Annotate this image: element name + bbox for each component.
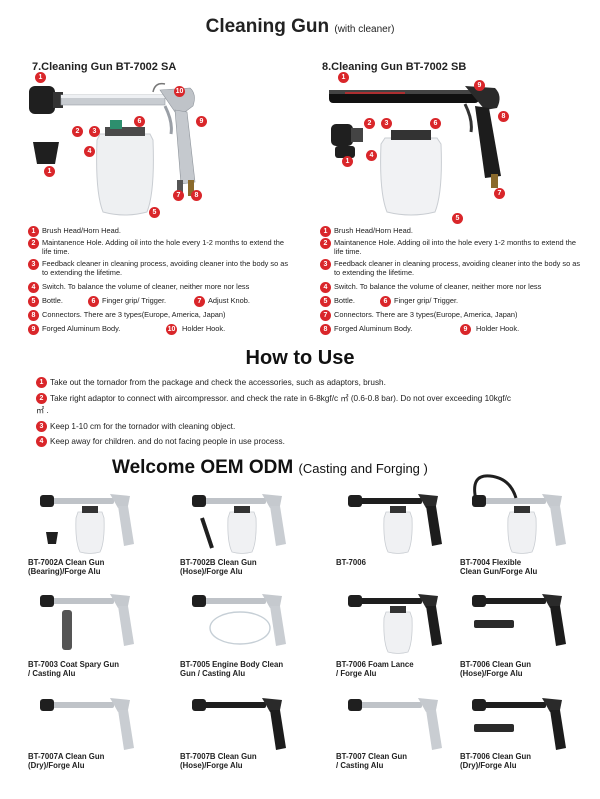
product-name: BT-7007A Clean Gun [28,752,105,761]
product-caption: BT-7007A Clean Gun(Dry)/Forge Alu [28,752,168,770]
callout-sa-9: 9 [196,116,207,127]
product-name: BT-7003 Coat Spary Gun [28,660,119,669]
oem-title: Welcome OEM ODM (Casting and Forging ) [112,457,428,479]
product-name: BT-7005 Engine Body Clean [180,660,284,669]
product-material: (Bearing)/Forge Alu [28,567,101,576]
callout-sb-1: 1 [338,72,349,83]
product-name: BT-7006 Foam Lance [336,660,414,669]
title-text: Cleaning Gun [205,16,330,37]
product-image [348,594,442,654]
product-material: Clean Gun/Forge Alu [460,567,538,576]
product-image [472,594,566,646]
product-caption: BT-7003 Coat Spary Gun/ Casting Alu [28,660,168,678]
callout-sa-2: 2 [72,126,83,137]
callout-sb-7: 7 [494,188,505,199]
product-material: Gun / Casting Alu [180,669,246,678]
how-to-use-title: How to Use [245,347,355,369]
product-caption: BT-7002A Clean Gun(Bearing)/Forge Alu [28,558,168,576]
product-image [348,698,442,750]
product-image [472,698,566,750]
callout-sa-8: 8 [191,190,202,201]
product-material: (Dry)/Forge Alu [28,761,85,770]
product-caption: BT-7007 Clean Gun/ Casting Alu [336,752,476,770]
product-material: (Hose)/Forge Alu [180,567,243,576]
product-image [40,494,134,554]
product-name: BT-7004 Flexible [460,558,522,567]
callout-sb-3: 3 [381,118,392,129]
product-material: (Hose)/Forge Alu [180,761,243,770]
callout-sa-6: 6 [134,116,145,127]
product-material: (Hose)/Forge Alu [460,669,523,678]
product-material: (Dry)/Forge Alu [460,761,517,770]
product-image [472,474,566,554]
product-image [40,594,134,650]
product-name: BT-7006 Clean Gun [460,752,532,761]
callout-sa-1b: 1 [44,166,55,177]
callout-sb-2: 2 [364,118,375,129]
gun-sb-illustration [329,86,501,216]
callout-sb-8: 8 [498,111,509,122]
product-name: BT-7006 Clean Gun [460,660,532,669]
product-material: / Casting Alu [336,761,384,770]
product-caption: BT-7007B Clean Gun(Hose)/Forge Alu [180,752,320,770]
callout-sb-1b: 1 [342,156,353,167]
product-name: BT-7002A Clean Gun [28,558,105,567]
product-caption: BT-7002B Clean Gun(Hose)/Forge Alu [180,558,320,576]
product-material: / Casting Alu [28,669,76,678]
callout-sa-1: 1 [35,72,46,83]
callout-sb-5: 5 [452,213,463,224]
product-image [192,594,286,646]
callout-sa-10: 10 [174,86,185,97]
callout-sb-9: 9 [474,80,485,91]
oem-subtitle: (Casting and Forging ) [298,461,428,476]
product-name: BT-7006 [336,558,366,567]
page-title: Cleaning Gun (with cleaner) [0,16,600,38]
product-name: BT-7007B Clean Gun [180,752,257,761]
product-image [40,698,134,750]
callout-sa-7: 7 [173,190,184,201]
gun-sa-illustration [29,82,196,216]
product-image [348,494,442,554]
product-material: / Forge Alu [336,669,377,678]
model-sb-heading: 8.Cleaning Gun BT-7002 SB [322,61,467,73]
model-sa-heading: 7.Cleaning Gun BT-7002 SA [32,61,177,73]
callout-sa-4: 4 [84,146,95,157]
product-image [192,494,286,554]
product-image [192,698,286,750]
product-name: BT-7002B Clean Gun [180,558,257,567]
callout-sb-4: 4 [366,150,377,161]
callout-sb-6: 6 [430,118,441,129]
callout-sa-3: 3 [89,126,100,137]
product-name: BT-7007 Clean Gun [336,752,408,761]
callout-sa-5: 5 [149,207,160,218]
product-caption: BT-7006 Foam Lance/ Forge Alu [336,660,476,678]
product-caption: BT-7006 [336,558,476,567]
product-caption: BT-7006 Clean Gun(Dry)/Forge Alu [460,752,600,770]
product-caption: BT-7006 Clean Gun(Hose)/Forge Alu [460,660,600,678]
oem-title-text: Welcome OEM ODM [112,457,294,478]
title-subtitle: (with cleaner) [334,24,395,35]
